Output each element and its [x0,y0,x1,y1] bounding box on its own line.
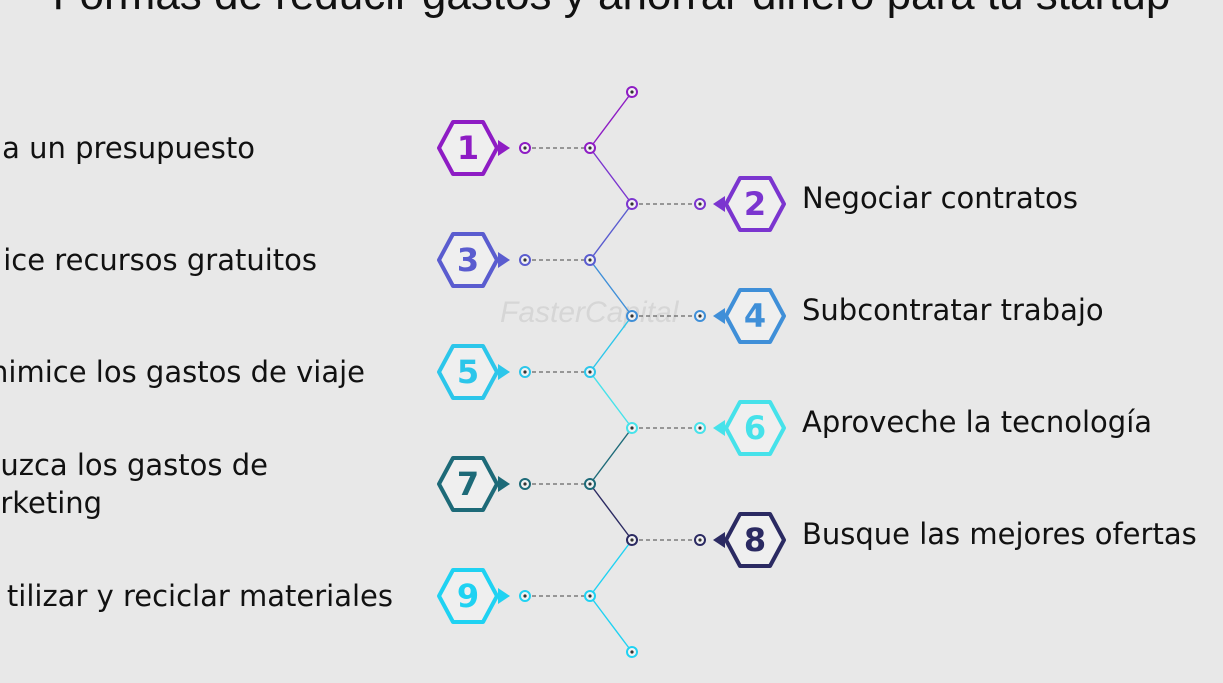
connector-node-dot [588,258,592,262]
connector-node-dot [588,370,592,374]
connector-node-dot [698,538,702,542]
connector-node-dot [630,426,634,430]
hexagon-pointer [498,140,510,156]
step-number: 7 [457,465,479,503]
connector-node-dot [698,202,702,206]
hexagon-pointer [713,196,725,212]
connector-node-dot [698,314,702,318]
step-hexagon [437,120,499,176]
step-hexagon [724,400,786,456]
hexagon-pointer [498,476,510,492]
step-number: 8 [744,521,766,559]
step-number: 6 [744,409,766,447]
step-label: Subcontratar trabajo [802,293,1104,327]
step-number: 5 [457,353,479,391]
step-label: a un presupuesto [2,131,255,165]
hexagon-pointer [713,532,725,548]
connector-node-dot [630,202,634,206]
connector-node-dot [698,426,702,430]
hexagon-pointer [498,252,510,268]
hexagon-pointer [498,588,510,604]
hexagon-pointer [713,308,725,324]
connector-node-dot [588,482,592,486]
step-label: tilizar y reciclar materiales [6,579,393,613]
step-label: uzca los gastos de rketing [0,448,268,520]
connector-node-dot [523,146,527,150]
connector-node-dot [523,258,527,262]
step-hexagon [437,232,499,288]
connector-node-dot [630,314,634,318]
step-label: Negociar contratos [802,181,1078,215]
step-hexagon [724,512,786,568]
spine-segment [589,539,633,597]
connector-node-dot [630,650,634,654]
connector-node-dot [523,370,527,374]
connector-node-dot [630,90,634,94]
spine-segment [589,203,633,261]
connector-node-dot [630,538,634,542]
connector-node-dot [523,594,527,598]
spine-segment [589,595,633,653]
connector-node-dot [588,594,592,598]
step-number: 9 [457,577,479,615]
step-label: Aproveche la tecnología [802,405,1153,439]
spine-segment [589,427,633,485]
step-hexagon [724,176,786,232]
step-hexagon [437,456,499,512]
step-number: 1 [457,129,479,167]
step-label: Busque las mejores ofertas [802,517,1197,551]
spine-segment [589,91,633,149]
step-number: 4 [744,297,766,335]
watermark-logo: FasterCapital [500,296,679,329]
step-number: 2 [744,185,766,223]
connector-node-dot [523,482,527,486]
connector-node-dot [588,146,592,150]
step-label: ice recursos gratuitos [3,243,317,277]
step-hexagon [437,344,499,400]
page-title: Formas de reducir gastos y ahorrar diner… [0,0,1223,20]
spine-segment [589,259,633,317]
step-hexagon [724,288,786,344]
spine-segment [589,371,633,429]
step-label: nimice los gastos de viaje [0,355,365,389]
hexagon-pointer [498,364,510,380]
hexagon-pointer [713,420,725,436]
spine-segment [589,315,633,373]
step-number: 3 [457,241,479,279]
step-hexagon [437,568,499,624]
spine-segment [589,147,633,205]
spine-segment [589,483,633,541]
